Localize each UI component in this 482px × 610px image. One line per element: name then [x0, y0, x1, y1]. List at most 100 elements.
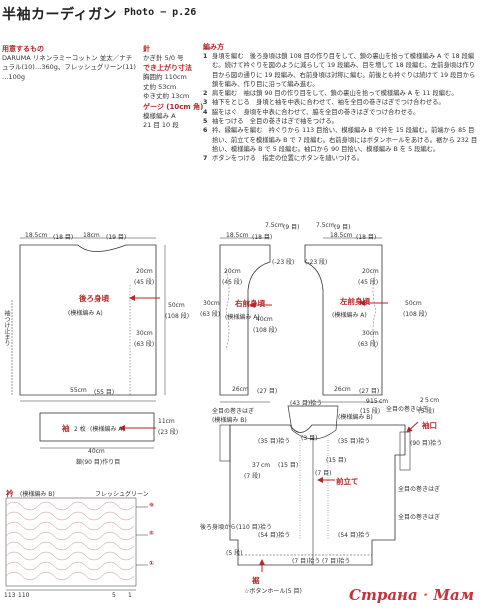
materials-line-3: …100g: [2, 72, 26, 81]
back-total: 50cm: [168, 302, 185, 309]
front-band-label: 前立て: [336, 477, 359, 486]
pick-7b: (7 目)拾う: [292, 558, 321, 565]
right-rows: (15 段): [360, 408, 381, 415]
collar-rows: (3 目): [301, 435, 318, 442]
photo-reference: Photo − p.26: [124, 7, 197, 18]
lf-total-rows: (108 段): [403, 311, 428, 318]
back-pick: 後ろ身頃から(110 目)拾う: [200, 524, 273, 531]
needle-line: かぎ針 5/0 号: [143, 54, 184, 62]
cuff-5: 5: [425, 397, 429, 404]
lf-armhole-rows: (45 段): [358, 279, 379, 286]
right-9: 9: [366, 398, 370, 405]
pick-54: (54 目)拾う: [258, 532, 291, 539]
back-body-label: 後ろ身頃: [79, 294, 109, 303]
cuff-label: 袖口: [422, 421, 437, 430]
right-15: 15: [370, 398, 378, 405]
back-bottom: 55cm: [70, 387, 87, 394]
right-cm: cm: [379, 398, 389, 405]
sleeve-width: 40cm: [88, 448, 105, 455]
cuff-rows: (5 段): [418, 408, 435, 415]
instructions-heading: 編み方: [203, 43, 224, 51]
lf-side: 30cm: [362, 330, 379, 337]
rf-neck: 7.5cm: [265, 222, 284, 229]
sleeve-label: 袖: [62, 424, 70, 433]
hem-label: 裾: [252, 576, 260, 585]
back-side-rows: (63 段): [134, 341, 155, 348]
seam-b: 全目の巻きはぎ: [398, 486, 441, 493]
lf-bottom: 26cm: [334, 386, 351, 393]
assembly-outline: [229, 424, 406, 566]
buttonhole-label: ☆ボタンホール(5 目): [244, 588, 302, 595]
chart-title: 衿: [6, 489, 14, 498]
materials-line-1: DARUMA リネンラミーコットン 並太／ナチ: [2, 54, 133, 62]
finished-heading: でき上がり寸法: [143, 64, 192, 73]
lf-shoulder-width: 18.5cm: [330, 232, 353, 239]
pick-7: (7 目): [315, 470, 332, 477]
page-title: 半袖カーディガン: [2, 7, 118, 23]
chart-label-110: 110: [18, 592, 30, 599]
back-total-rows: (108 段): [165, 313, 190, 320]
back-side: 30cm: [136, 330, 153, 337]
lf-neck-rows: (-23 段): [305, 259, 328, 266]
seam-right: 全目の巻きはぎ: [386, 406, 429, 413]
lf-total: 50cm: [405, 300, 422, 307]
sleeve-width-sts: 鎖(90 目)作り目: [76, 459, 121, 466]
back-shoulder-width: 18.5cm: [25, 232, 48, 239]
finished-line-1: 胸囲約 110cm: [143, 73, 187, 82]
stitch-chart: [5, 497, 137, 591]
pick-15b: (15 目): [326, 457, 347, 464]
lf-side-rows: (63 段): [358, 341, 379, 348]
materials-section: 用意するもの DARUMA リネンラミーコットン 並太／ナチ ュラル(10)…3…: [2, 44, 136, 82]
rf-label: 右前身頃: [235, 299, 265, 308]
mae-7: 7: [256, 462, 260, 469]
hem-rows: (5 段): [226, 550, 243, 557]
rf-bottom: 26cm: [232, 386, 249, 393]
pick-35b: (35 目)拾う: [338, 438, 371, 445]
lf-armhole: 20cm: [362, 268, 379, 275]
needle-heading: 針: [143, 45, 150, 53]
rf-side-rows: (63 段): [200, 311, 221, 318]
rf-neck-sts: (9 目): [283, 224, 300, 231]
rf-side: 30cm: [203, 300, 220, 307]
mae-3: 3: [252, 462, 256, 469]
watermark: Страна · Мам: [349, 586, 474, 604]
rf-bottom-sts: (27 目): [257, 388, 278, 395]
rf-total-rows: (108 段): [253, 327, 278, 334]
back-neck-sts: (19 目): [106, 234, 127, 241]
rf-pattern: (模様編み A): [225, 314, 260, 321]
left-front-outline: [304, 244, 383, 396]
sleeve-height: 11cm: [158, 418, 175, 425]
rf-armhole-rows: (45 段): [222, 279, 243, 286]
materials-heading: 用意するもの: [2, 45, 44, 53]
back-shoulder-sts: (18 目): [53, 234, 74, 241]
chart-marker-1: ①: [149, 560, 155, 567]
chart-label-1: 1: [128, 592, 132, 599]
chart-label-5: 5: [112, 592, 116, 599]
mae-rows: (7 段): [244, 473, 261, 480]
pick-7c: (7 目)拾う: [322, 558, 351, 565]
collar-pattern-left: (模様編み B): [212, 417, 247, 424]
rf-total: 40cm: [256, 316, 273, 323]
back-bottom-sts: (55 目): [94, 389, 115, 396]
back-armhole: 20cm: [136, 268, 153, 275]
finished-line-2: 丈約 53cm: [143, 82, 177, 91]
back-pattern: (模様編み A): [68, 310, 103, 317]
chart-pattern: (模様編み B): [20, 491, 55, 498]
lf-pattern: (模様編み A): [332, 312, 367, 319]
right-front-outline: [219, 244, 271, 396]
rf-armhole: 20cm: [224, 268, 241, 275]
spec-section: 針 かぎ針 5/0 号 でき上がり寸法 胸囲約 110cm 丈約 53cm ゆき…: [143, 44, 203, 130]
gauge-line-1: 模様編み A: [143, 111, 176, 120]
back-sleeve-join: 袖つけ止まり: [3, 310, 10, 346]
seam-c: 全目の巻きはぎ: [398, 514, 441, 521]
sleeve-pattern: (模様編み A): [90, 426, 125, 433]
back-armhole-rows: (45 段): [134, 279, 155, 286]
chart-marker-5: ⑤: [149, 530, 155, 537]
rf-shoulder-width: 18.5cm: [226, 232, 249, 239]
